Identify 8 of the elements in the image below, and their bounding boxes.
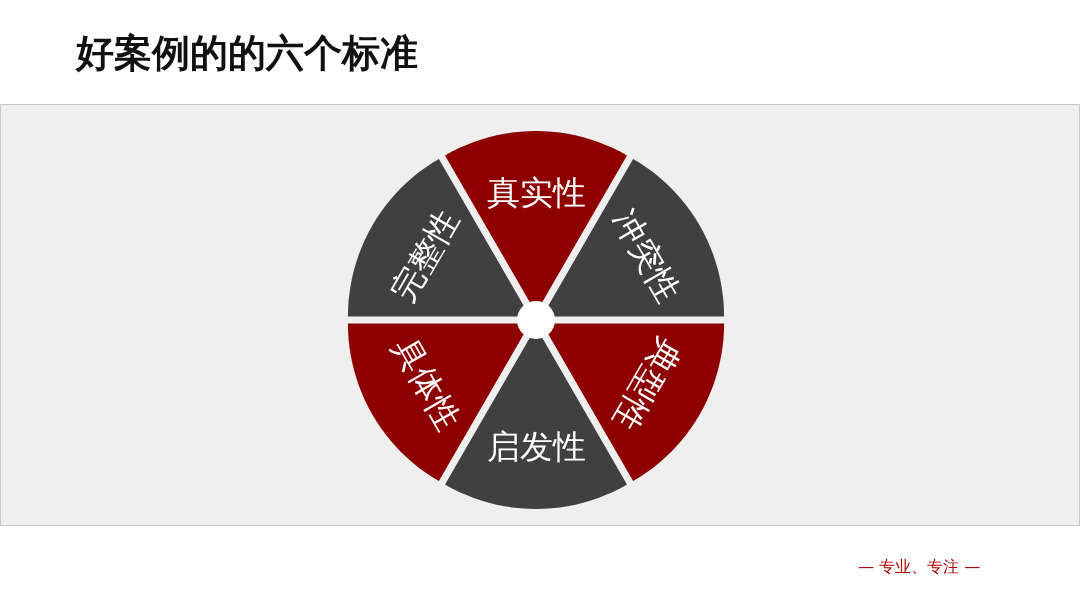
- sector-label: 完整性: [381, 202, 471, 311]
- sector-label: 启发性: [486, 424, 586, 470]
- slogan-text: — 专业、专注 —: [858, 557, 981, 578]
- sector-label: 典型性: [601, 329, 691, 438]
- sector-label: 具体性: [381, 329, 471, 438]
- slide-title: 好案例的的六个标准: [76, 30, 418, 77]
- sector-label: 冲突性: [601, 202, 691, 311]
- sector-label: 真实性: [486, 170, 586, 216]
